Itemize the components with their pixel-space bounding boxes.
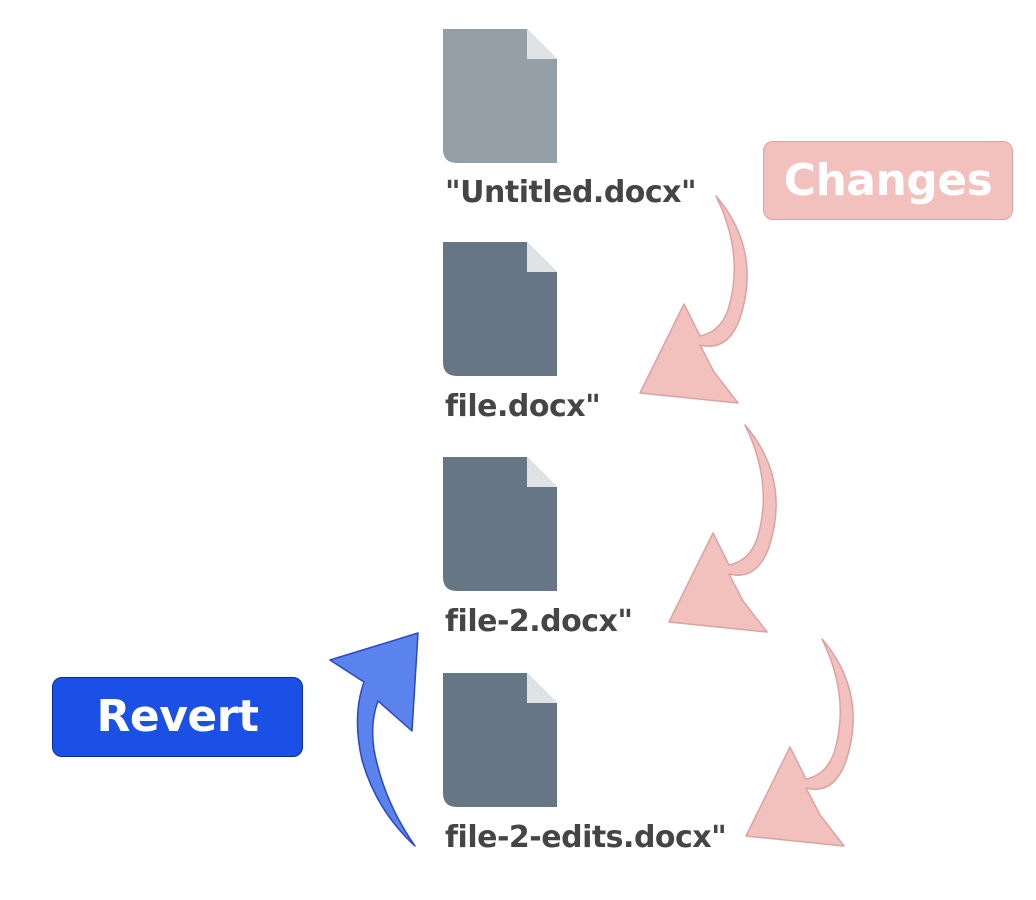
document-icon-untitled <box>443 29 557 163</box>
curved-arrow-down-icon <box>668 424 777 633</box>
changes-label: Changes <box>763 141 1013 220</box>
file-label-file-2: file-2.docx" <box>445 604 633 639</box>
revert-label: Revert <box>52 677 303 757</box>
file-label-file: file.docx" <box>445 389 601 424</box>
file-label-untitled: "Untitled.docx" <box>445 175 697 210</box>
document-icon-file <box>443 242 557 376</box>
file-label-file-2-edits: file-2-edits.docx" <box>445 820 727 855</box>
document-icon-file-2 <box>443 457 557 591</box>
curved-arrow-down-icon <box>639 195 748 404</box>
curved-arrow-up-icon <box>329 632 419 847</box>
curved-arrow-down-icon <box>745 638 854 847</box>
document-icon-file-2-edits <box>443 673 557 807</box>
